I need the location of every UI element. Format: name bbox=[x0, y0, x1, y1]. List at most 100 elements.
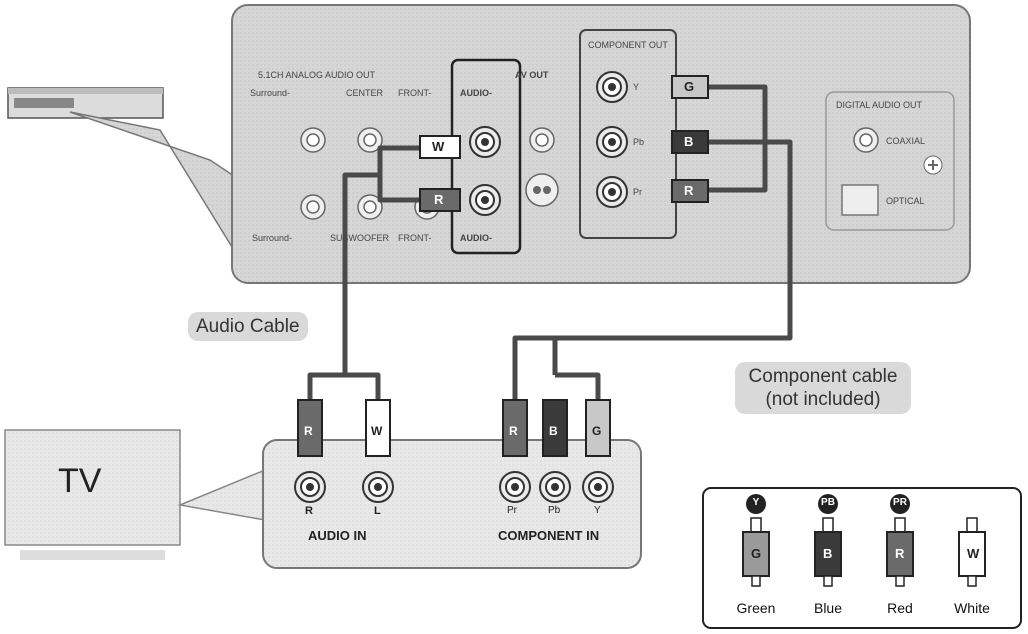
tv-jack-y-label: Y bbox=[594, 505, 601, 516]
tv-jack-l-label: L bbox=[374, 505, 381, 517]
component-in-label: COMPONENT IN bbox=[498, 528, 600, 543]
legend-plug-letter: R bbox=[895, 546, 905, 561]
component-out-highlight bbox=[579, 29, 677, 239]
tv-illustration bbox=[4, 429, 181, 560]
surround-top-label: Surround- bbox=[250, 88, 291, 98]
plug-comp-blue bbox=[671, 130, 709, 154]
legend-plug-stem bbox=[894, 517, 906, 533]
tv-component-plugs bbox=[502, 399, 611, 457]
component-pr-label: Pr bbox=[633, 187, 642, 197]
plug-comp-red-letter: R bbox=[684, 183, 694, 198]
legend-plug-letter: B bbox=[823, 546, 833, 561]
subwoofer-label: SUBWOOFER bbox=[330, 233, 390, 243]
tv-plug-audio-red bbox=[297, 399, 323, 457]
component-pb-jack bbox=[596, 126, 628, 158]
tv-plug-audio-w-letter: W bbox=[371, 424, 383, 438]
plug-comp-blue-letter: B bbox=[684, 134, 694, 149]
legend-badge-icon bbox=[890, 494, 910, 514]
legend-item-green bbox=[742, 494, 770, 587]
plug-audio-white bbox=[419, 135, 461, 159]
component-y-jack bbox=[596, 71, 628, 103]
audio-in-label: AUDIO IN bbox=[308, 528, 367, 543]
legend-plug-stem bbox=[822, 517, 834, 533]
player-component-plugs bbox=[671, 75, 709, 203]
screw-icon bbox=[923, 155, 943, 175]
tv-jack-pr-label: Pr bbox=[507, 505, 517, 516]
tv-plug-audio-r-letter: R bbox=[304, 424, 313, 438]
legend-color-name: Blue bbox=[813, 600, 843, 616]
plug-comp-red bbox=[671, 179, 709, 203]
plug-comp-green-letter: G bbox=[684, 79, 695, 94]
tv-plug-comp-b-letter: B bbox=[549, 424, 558, 438]
legend-plug-letter: W bbox=[967, 546, 980, 561]
plug-audio-red bbox=[419, 188, 461, 212]
legend-badge-label: Y bbox=[752, 497, 760, 508]
legend-plug-stem bbox=[966, 517, 978, 533]
cables bbox=[307, 84, 793, 400]
optical-port bbox=[841, 184, 879, 216]
dvd-player-illustration bbox=[7, 87, 164, 119]
coaxial-jack bbox=[853, 127, 879, 153]
tv-callout-wedge bbox=[177, 468, 266, 521]
color-legend-box bbox=[702, 487, 1022, 629]
component-cable-line1: Component cable bbox=[748, 366, 898, 387]
audio-l-label: AUDIO- bbox=[460, 88, 492, 98]
legend-item-red bbox=[886, 494, 914, 587]
legend-plug-body bbox=[958, 531, 986, 577]
legend-badge-icon bbox=[746, 494, 766, 514]
plug-comp-green bbox=[671, 75, 709, 99]
legend-plug-tip bbox=[751, 575, 761, 587]
optical-label: OPTICAL bbox=[886, 196, 925, 206]
legend-color-name: Green bbox=[736, 600, 776, 616]
component-pr-jack bbox=[596, 176, 628, 208]
tv-jack-pb-label: Pb bbox=[548, 505, 561, 516]
tv-plug-comp-green bbox=[585, 399, 611, 457]
tv-audio-plugs bbox=[297, 399, 391, 457]
tv-jack-r-label: R bbox=[305, 505, 313, 517]
tv-plug-comp-red bbox=[502, 399, 528, 457]
legend-plug-tip bbox=[895, 575, 905, 587]
audio-r-label: AUDIO- bbox=[460, 233, 492, 243]
audio-cable-callout: Audio Cable bbox=[188, 312, 308, 341]
tv-label: TV bbox=[58, 462, 102, 500]
tv-plug-comp-blue bbox=[542, 399, 568, 457]
plug-audio-white-letter: W bbox=[432, 139, 445, 154]
legend-badge-icon bbox=[818, 494, 838, 514]
legend-badge-label: PB bbox=[821, 497, 835, 508]
legend-plug-tip bbox=[823, 575, 833, 587]
av-out-label: AV OUT bbox=[515, 70, 549, 80]
center-label: CENTER bbox=[346, 88, 384, 98]
legend-marks bbox=[742, 494, 986, 587]
component-out-label: COMPONENT OUT bbox=[588, 40, 668, 50]
component-y-label: Y bbox=[633, 82, 640, 92]
tv-plug-audio-white bbox=[365, 399, 391, 457]
component-pb-label: Pb bbox=[633, 137, 645, 147]
audio-r-jack bbox=[469, 184, 501, 216]
component-cable-callout: Component cable (not included) bbox=[735, 362, 911, 414]
legend-plug-tip bbox=[967, 575, 977, 587]
coaxial-label: COAXIAL bbox=[886, 136, 926, 146]
plug-audio-red-letter: R bbox=[434, 192, 444, 207]
front-top-label: FRONT- bbox=[398, 88, 432, 98]
legend-plug-body bbox=[742, 531, 770, 577]
analog-out-title: 5.1CH ANALOG AUDIO OUT bbox=[258, 70, 376, 80]
legend-item-white bbox=[958, 517, 986, 587]
digital-audio-box bbox=[825, 91, 955, 231]
legend-item-blue bbox=[814, 494, 842, 587]
legend-plug-stem bbox=[750, 517, 762, 533]
tv-back-panel bbox=[262, 439, 642, 569]
legend-plug-letter: G bbox=[751, 546, 762, 561]
analog-out-jacks bbox=[300, 127, 559, 220]
front-bottom-label: FRONT- bbox=[398, 233, 432, 243]
component-cable-line2: (not included) bbox=[765, 389, 881, 410]
audio-l-jack bbox=[469, 126, 501, 158]
player-callout-wedge bbox=[69, 111, 241, 263]
legend-color-name: White bbox=[954, 600, 990, 616]
tv-plug-comp-g-letter: G bbox=[592, 424, 602, 438]
tv-plug-comp-r-letter: R bbox=[509, 424, 518, 438]
surround-bottom-label: Surround- bbox=[252, 233, 293, 243]
legend-plug-body bbox=[814, 531, 842, 577]
digital-audio-out-label: DIGITAL AUDIO OUT bbox=[836, 100, 923, 110]
player-audio-plugs bbox=[419, 135, 461, 212]
